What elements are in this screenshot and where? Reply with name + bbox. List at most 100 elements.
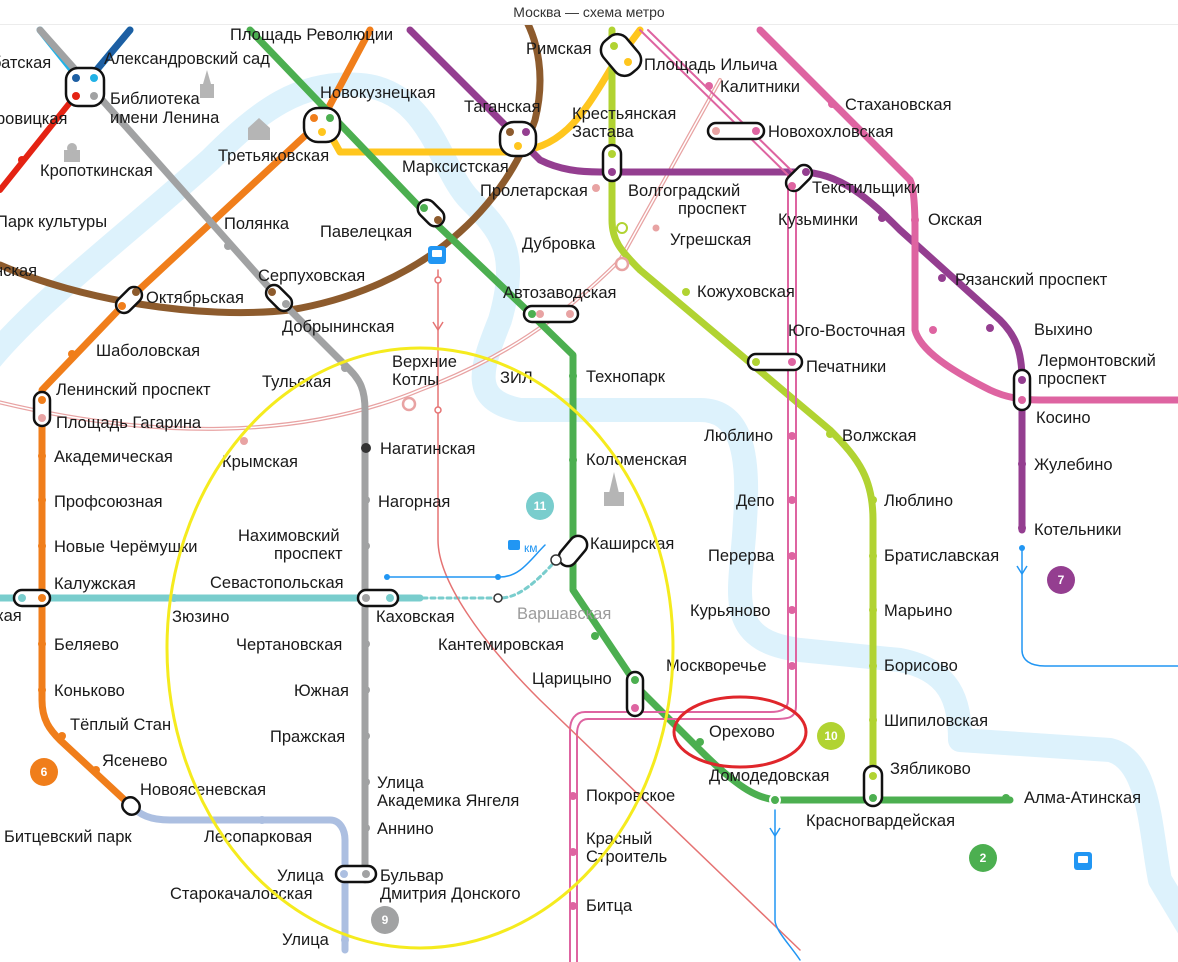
station-label[interactable]: Крымская [222,453,298,471]
station-label[interactable]: Шипиловская [884,712,988,730]
station-label[interactable]: Ясенево [102,752,167,770]
transfer-zyablikovo[interactable] [862,764,884,808]
station-label[interactable]: Лермонтовский [1038,352,1156,370]
station-label[interactable]: Марксистская [402,158,509,176]
station-label[interactable]: Тульская [262,373,331,391]
station-label[interactable]: Стахановская [845,96,952,114]
station-label[interactable]: Павелецкая [320,223,412,241]
station-label[interactable]: км [524,541,538,555]
station-label[interactable]: Академическая [54,448,173,466]
station-label[interactable]: Автозаводская [503,284,616,302]
station-label[interactable]: Домодедовская [709,767,829,785]
transfer-krestyanskaya[interactable] [601,143,623,183]
station-label[interactable]: Котельники [1034,521,1121,539]
station-label[interactable]: Профсоюзная [54,493,163,511]
station-label[interactable]: Красный [586,830,652,848]
station-label[interactable]: Таганская [464,98,540,116]
station-label[interactable]: Третьяковская [218,147,329,165]
station-label[interactable]: Новохохловская [768,123,893,141]
station-label[interactable]: Добрынинская [282,318,394,336]
station-label[interactable]: Коньково [54,682,125,700]
station-label[interactable]: проспект [1038,370,1107,388]
station-label[interactable]: Зябликово [890,760,971,778]
station-label[interactable]: Пролетарская [480,182,588,200]
transfer-kashirskaya[interactable] [555,532,591,570]
station-label[interactable]: Битца [586,897,633,915]
station-label[interactable]: Библиотека [110,90,201,108]
station-label[interactable]: Кожуховская [697,283,795,301]
station-label[interactable]: Площадь Гагарина [56,414,202,432]
station-label[interactable]: Косино [1036,409,1091,427]
station-label[interactable]: нская [0,262,37,280]
transfer-kaluzhskaya[interactable] [12,588,52,608]
transfer-tsaritsyno[interactable] [625,670,645,718]
station-markers[interactable] [12,29,1032,944]
station-label[interactable]: Беляево [54,636,119,654]
station-label[interactable]: проспект [274,545,343,563]
station-label[interactable]: проспект [678,200,747,218]
station-label[interactable]: Коломенская [586,451,687,469]
transfer-paveletskaya[interactable] [414,196,448,230]
station-label[interactable]: ровицкая [0,110,67,128]
station-label[interactable]: Академика Янгеля [377,792,519,810]
transfer-oktyabrskaya[interactable] [113,284,146,317]
station-label[interactable]: Каховская [376,608,455,626]
station-label[interactable]: Нагатинская [380,440,475,458]
station-label[interactable]: Кузьминки [778,211,858,229]
station-label[interactable]: Печатники [806,358,886,376]
transfer-pechatniki[interactable] [746,352,804,372]
station-label[interactable]: Пражская [270,728,345,746]
station-label[interactable]: Южная [294,682,349,700]
station-label[interactable]: Технопарк [586,368,666,386]
station-label[interactable]: Улица [277,867,325,885]
station-label[interactable]: Каширская [590,535,674,553]
station-label[interactable]: Улица [282,931,330,949]
station-label[interactable]: Севастопольская [210,574,344,592]
station-label[interactable]: Ленинский проспект [56,381,211,399]
station-label[interactable]: Борисово [884,657,958,675]
transfer-avtozavodskaya[interactable] [522,304,580,324]
station-label[interactable]: Жулебино [1034,456,1113,474]
station-label[interactable]: Курьяново [690,602,770,620]
station-label[interactable]: Улица [377,774,425,792]
station-label[interactable]: Кантемировская [438,636,564,654]
station-label[interactable]: Депо [736,492,774,510]
transfer-kakhovskaya[interactable] [356,588,400,608]
station-label[interactable]: Москворечье [666,657,767,675]
station-label[interactable]: Крестьянская [572,105,676,123]
transfer-novokhokhlovskaya[interactable] [706,121,766,141]
transfer-gagarina[interactable] [32,390,52,428]
station-label[interactable]: Верхние [392,353,457,371]
station-label[interactable]: Царицыно [532,670,612,688]
station-label[interactable]: Площадь Ильича [644,56,778,74]
station-label[interactable]: Парк культуры [0,213,107,231]
station-label[interactable]: Александровский сад [104,50,270,68]
station-label[interactable]: Площадь Революции [230,26,393,44]
station-label[interactable]: Выхино [1034,321,1093,339]
station-label[interactable]: Серпуховская [258,267,365,285]
station-label[interactable]: Нагорная [378,493,450,511]
station-label[interactable]: Старокачаловская [170,885,313,903]
station-label[interactable]: Юго-Восточная [788,322,905,340]
station-label[interactable]: Полянка [224,215,290,233]
station-label[interactable]: Новые Черёмушки [54,538,197,556]
station-label[interactable]: Строитель [586,848,667,866]
station-labels[interactable]: батская Александровский сад Площадь Рево… [0,26,1156,949]
station-label[interactable]: Лесопарковая [204,828,312,846]
station-label[interactable]: Марьино [884,602,952,620]
station-label[interactable]: Текстильщики [812,179,920,197]
station-label[interactable]: Зюзино [172,608,229,626]
station-label[interactable]: Алма-Атинская [1024,789,1141,807]
station-label[interactable]: Покровское [586,787,675,805]
station-label[interactable]: Нахимовский [238,527,340,545]
station-label[interactable]: Люблино [884,492,953,510]
station-label[interactable]: Кропоткинская [40,162,153,180]
station-label[interactable]: Дубровка [522,235,596,253]
station-label[interactable]: Калитники [720,78,800,96]
station-label[interactable]: Дмитрия Донского [380,885,521,903]
station-label[interactable]: батская [0,54,51,72]
station-label[interactable]: Новокузнецкая [320,84,436,102]
station-label[interactable]: Красногвардейская [806,812,955,830]
station-label[interactable]: Варшавская [517,605,611,623]
